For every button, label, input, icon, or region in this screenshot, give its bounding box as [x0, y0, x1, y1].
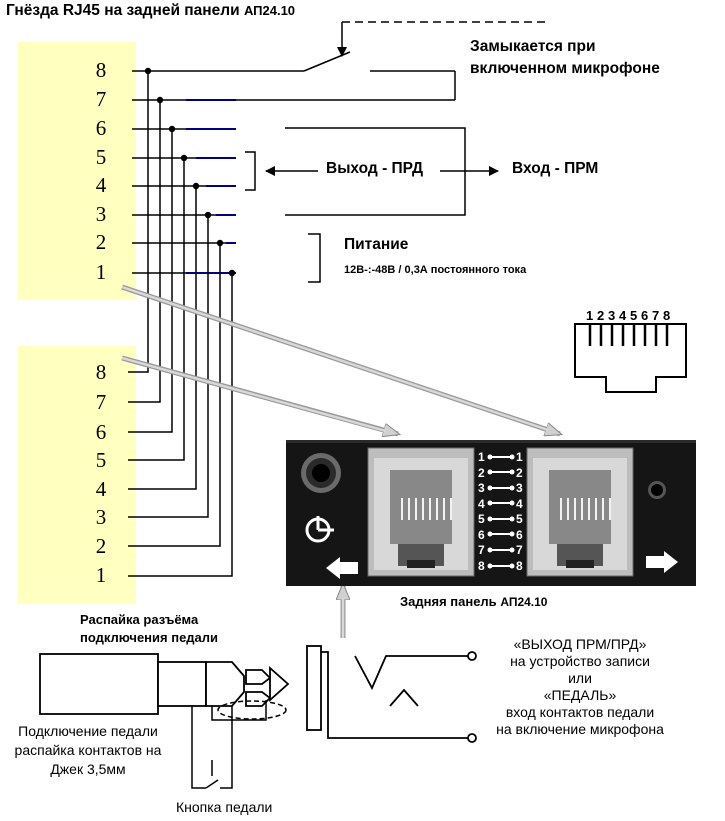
panel-right-4: 4: [516, 496, 523, 511]
panel-left-6: 6: [478, 527, 485, 542]
top-pin-2: 2: [95, 230, 107, 254]
right-text-1: «ВЫХОД ПРМ/ПРД»: [513, 636, 647, 652]
output-label: Выход - ПРД: [326, 160, 424, 177]
top-socket-block: [18, 42, 136, 300]
right-text-6: на включение микрофона: [496, 721, 664, 737]
gray-arrows-inner: [121, 285, 549, 638]
jack-text-3: Джек 3,5мм: [50, 761, 126, 777]
socket-contacts: [401, 498, 611, 520]
jack-text-2: распайка контактов на: [14, 742, 162, 758]
pedal-pinout-1: Распайка разъёма: [80, 612, 199, 627]
panel-right-2: 2: [516, 465, 523, 480]
bottom-pin-8: 8: [95, 360, 107, 384]
rj45-contacts: [588, 324, 669, 346]
jack-text: Подключение педали распайка контактов на…: [0, 722, 176, 779]
panel-left-2: 2: [478, 465, 485, 480]
bottom-pin-5: 5: [95, 448, 107, 472]
right-text-5: вход контактов педали: [505, 704, 655, 720]
panel-caption: Задняя панель АП24.10: [400, 594, 547, 609]
right-text-3: или: [568, 670, 592, 686]
bottom-pin-4: 4: [95, 477, 107, 501]
top-pin-3: 3: [95, 202, 107, 226]
pedal-button-label: Кнопка педали: [176, 799, 273, 815]
panel-pinmap-left: 1 2 3 4 5 6 7 8: [478, 450, 485, 574]
power-spec: 12В-:-48В / 0,3А постоянного тока: [344, 264, 527, 276]
mic-switch-label-1: Замыкается при: [470, 38, 596, 55]
bottom-pin-1: 1: [95, 563, 107, 587]
title-model: АП24.10: [243, 3, 296, 18]
jack-terminals: [467, 651, 477, 743]
rj45-num-8: 8: [663, 308, 671, 323]
top-pin-wires-dark: [186, 99, 236, 274]
panel-pinmap-right: 1 2 3 4 5 6 7 8: [516, 450, 523, 574]
top-pin-6: 6: [95, 116, 107, 140]
jack-wires: [191, 700, 267, 789]
panel-caption-model: АП24.10: [500, 595, 548, 609]
page-title: Гнёзда RJ45 на задней панели АП24.10: [6, 2, 295, 20]
right-text-2: на устройство записи: [510, 653, 650, 669]
jack-symbol: [306, 645, 470, 739]
rj45-num-5: 5: [630, 308, 638, 323]
rj45-num-6: 6: [641, 308, 649, 323]
panel-left-4: 4: [478, 496, 485, 511]
top-pin-4: 4: [95, 173, 107, 197]
bottom-pin-7: 7: [95, 390, 107, 414]
rj45-outline: [574, 323, 687, 393]
rj45-num-7: 7: [652, 308, 660, 323]
power-label: Питание: [344, 236, 409, 253]
bus-wires: [128, 71, 233, 577]
jack-plug: [39, 653, 290, 715]
top-pin-5: 5: [95, 145, 107, 169]
bottom-socket-block: [18, 346, 136, 604]
rear-panel: [286, 440, 696, 586]
rj45-num-4: 4: [619, 308, 627, 323]
top-pin-8: 8: [95, 58, 107, 82]
panel-left-8: 8: [478, 558, 485, 573]
panel-left-5: 5: [478, 512, 485, 526]
panel-right-6: 6: [516, 527, 523, 542]
bottom-pin-2: 2: [95, 534, 107, 558]
pedal-pinout-2: подключения педали: [80, 630, 219, 645]
input-label: Вход - ПРМ: [512, 160, 599, 177]
shield-ellipse: [217, 700, 287, 720]
junction-dots: [144, 67, 236, 277]
top-pin-1: 1: [95, 260, 107, 284]
rj45-num-2: 2: [597, 308, 605, 323]
right-text: «ВЫХОД ПРМ/ПРД» на устройство записи или…: [480, 636, 680, 738]
panel-pinmap-dots: [487, 454, 515, 569]
title-main: Гнёзда RJ45 на задней панели: [6, 2, 240, 19]
panel-pinmap-lines: [490, 456, 512, 567]
panel-left-7: 7: [478, 543, 485, 557]
mic-switch-label-2: включенном микрофоне: [470, 60, 660, 77]
panel-right-7: 7: [516, 543, 523, 557]
panel-right-3: 3: [516, 481, 523, 495]
panel-right-5: 5: [516, 512, 523, 526]
panel-right-8: 8: [516, 558, 523, 573]
panel-left-3: 3: [478, 481, 485, 495]
rj45-num-3: 3: [608, 308, 616, 323]
bottom-pin-6: 6: [95, 420, 107, 444]
panel-caption-text: Задняя панель: [400, 594, 497, 609]
rj45-num-1: 1: [586, 308, 594, 323]
right-text-4: «ПЕДАЛЬ»: [543, 687, 617, 703]
mic-switch: [303, 21, 548, 100]
jack-text-1: Подключение педали: [18, 723, 158, 739]
bottom-pin-3: 3: [95, 505, 107, 529]
top-pin-7: 7: [95, 87, 107, 111]
panel-left-1: 1: [478, 450, 485, 464]
panel-right-1: 1: [516, 450, 523, 464]
io-bracket: [245, 127, 499, 216]
power-bracket: [308, 233, 321, 283]
